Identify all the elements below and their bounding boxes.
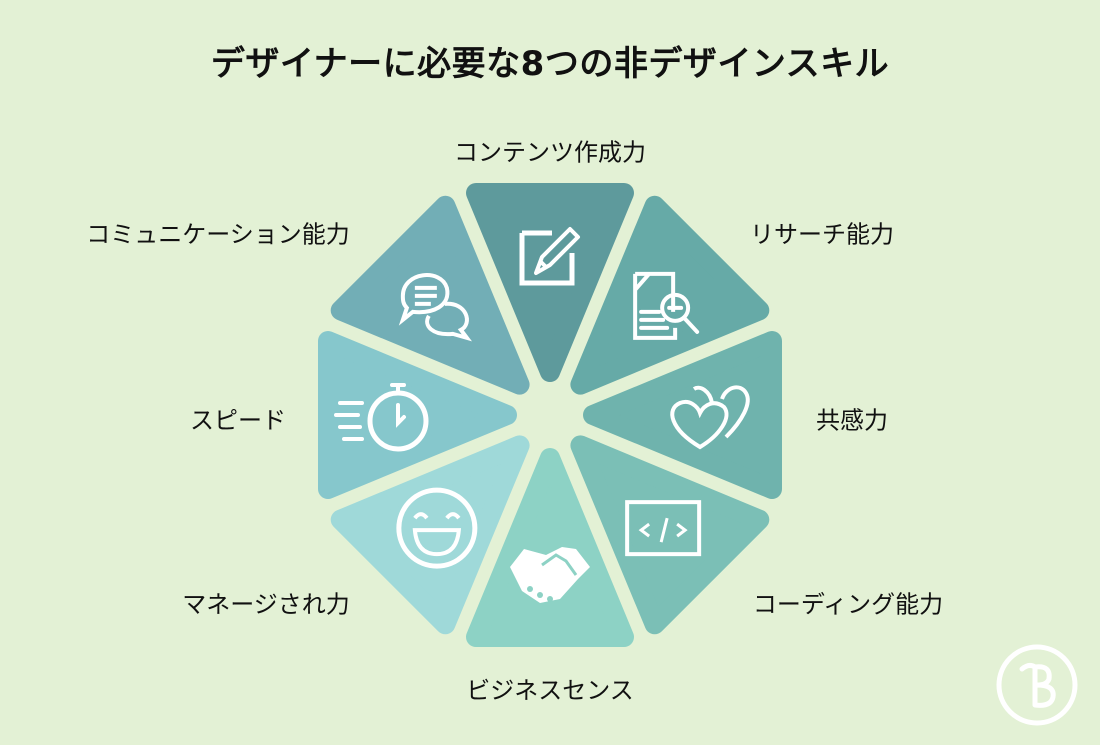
skill-label-communication: コミュニケーション能力 bbox=[86, 220, 350, 249]
chat-bubbles-icon bbox=[398, 273, 473, 342]
skill-segment-empathy bbox=[583, 331, 782, 499]
brand-logo bbox=[996, 644, 1078, 726]
skill-label-speed: スピード bbox=[190, 406, 286, 435]
stopwatch-icon bbox=[334, 383, 429, 452]
skill-label-research: リサーチ能力 bbox=[750, 220, 894, 249]
skill-label-manageability: マネージされ力 bbox=[182, 590, 350, 619]
pencil-note-icon bbox=[519, 227, 580, 286]
skill-label-empathy: 共感力 bbox=[816, 406, 888, 435]
skill-segment-speed bbox=[318, 331, 517, 499]
skill-label-business: ビジネスセンス bbox=[466, 676, 634, 705]
code-icon bbox=[625, 500, 702, 557]
handshake-icon bbox=[510, 547, 590, 603]
skill-label-content: コンテンツ作成力 bbox=[454, 138, 646, 167]
skill-label-coding: コーディング能力 bbox=[752, 590, 944, 619]
smile-icon bbox=[396, 487, 478, 569]
hearts-icon bbox=[670, 385, 750, 450]
skill-segment-coding bbox=[570, 435, 770, 635]
skill-segment-manageability bbox=[330, 435, 530, 635]
document-search-icon bbox=[633, 271, 700, 340]
skill-segment-business bbox=[466, 448, 634, 647]
page-title: デザイナーに必要な8つの非デザインスキル bbox=[210, 44, 890, 84]
